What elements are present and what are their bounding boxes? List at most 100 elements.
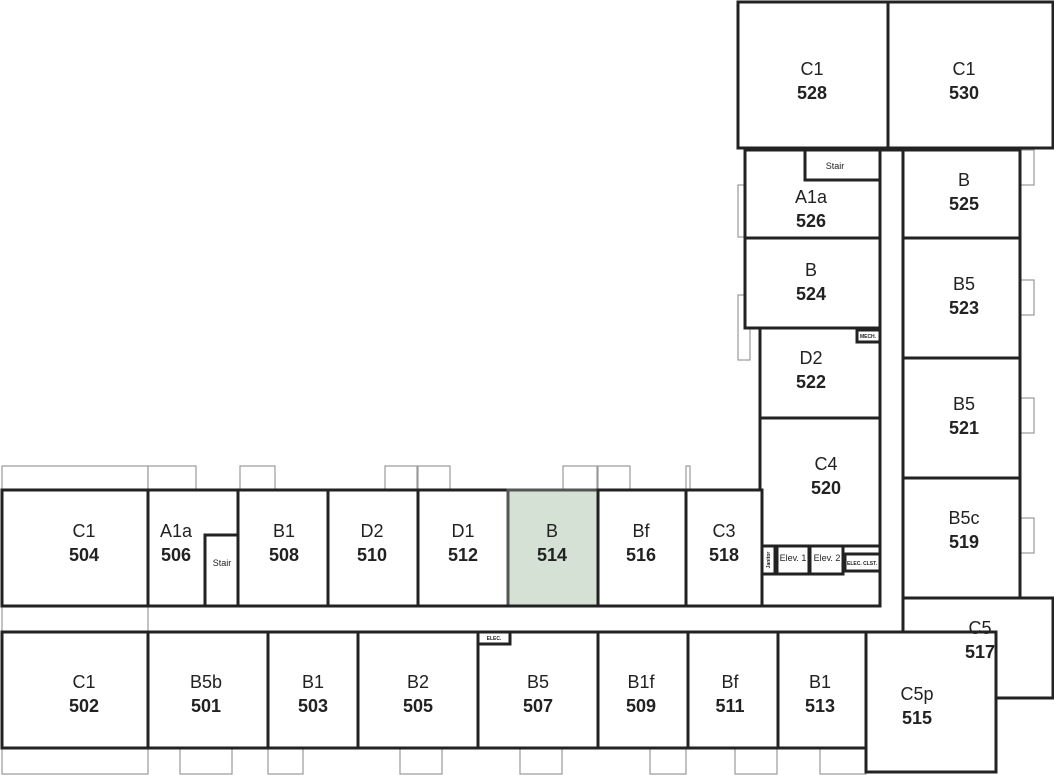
room-type: B xyxy=(805,260,817,280)
room-type: A1a xyxy=(160,521,193,541)
room-number: 517 xyxy=(965,642,995,662)
room-501[interactable] xyxy=(146,630,270,750)
room-number: 526 xyxy=(796,211,826,231)
room-number: 513 xyxy=(805,696,835,716)
stair-top xyxy=(803,148,882,182)
room-type: B5 xyxy=(953,274,975,294)
room-type: B xyxy=(958,170,970,190)
room-type: C1 xyxy=(952,59,975,79)
room-509[interactable] xyxy=(596,630,690,750)
room-number: 504 xyxy=(69,545,99,565)
elec-room xyxy=(476,630,512,646)
room-number: 515 xyxy=(902,708,932,728)
room-number: 528 xyxy=(797,83,827,103)
room-504[interactable] xyxy=(0,488,150,608)
room-type: B5c xyxy=(948,508,979,528)
mech-room xyxy=(855,328,882,344)
room-type: B1 xyxy=(302,672,324,692)
room-528[interactable] xyxy=(736,0,890,150)
room-type: Bf xyxy=(632,521,650,541)
room-507[interactable] xyxy=(476,630,600,750)
room-type: C5p xyxy=(900,684,933,704)
room-number: 507 xyxy=(523,696,553,716)
room-number: 505 xyxy=(403,696,433,716)
room-type: C5 xyxy=(968,618,991,638)
room-type: B5 xyxy=(953,394,975,414)
room-530[interactable] xyxy=(886,0,1054,150)
room-type: B1 xyxy=(809,672,831,692)
room-type: C3 xyxy=(712,521,735,541)
stair-506 xyxy=(203,533,240,608)
elevator-2-label: Elev. 2 xyxy=(814,553,841,563)
room-label-511: Bf 511 xyxy=(715,672,744,716)
room-number: 521 xyxy=(949,418,979,438)
room-513[interactable] xyxy=(776,630,868,750)
room-number: 508 xyxy=(269,545,299,565)
room-524[interactable] xyxy=(743,236,882,330)
room-type: B1f xyxy=(627,672,655,692)
room-number: 524 xyxy=(796,284,826,304)
room-number: 511 xyxy=(715,696,744,716)
room-515[interactable] xyxy=(864,630,998,774)
room-503[interactable] xyxy=(266,630,360,750)
room-type: C1 xyxy=(72,521,95,541)
room-number: 510 xyxy=(357,545,387,565)
room-type: C1 xyxy=(72,672,95,692)
room-type: D2 xyxy=(360,521,383,541)
room-label-514: B 514 xyxy=(537,521,567,565)
room-525[interactable] xyxy=(901,148,1022,240)
room-type: B5b xyxy=(190,672,222,692)
room-number: 514 xyxy=(537,545,567,565)
room-number: 519 xyxy=(949,532,979,552)
room-502[interactable] xyxy=(0,630,150,750)
stair-506-label: Stair xyxy=(213,558,232,568)
room-type: B1 xyxy=(273,521,295,541)
room-521[interactable] xyxy=(901,356,1022,480)
room-label-524: B 524 xyxy=(796,260,826,304)
room-number: 522 xyxy=(796,372,826,392)
room-number: 530 xyxy=(949,83,979,103)
room-523[interactable] xyxy=(901,236,1022,360)
room-number: 506 xyxy=(161,545,191,565)
room-number: 523 xyxy=(949,298,979,318)
room-type: Bf xyxy=(721,672,739,692)
room-516[interactable] xyxy=(596,488,688,608)
janitor-closet xyxy=(760,544,777,576)
room-number: 509 xyxy=(626,696,656,716)
elec-closet-label: ELEC. CLST. xyxy=(847,561,878,567)
room-type: D1 xyxy=(451,521,474,541)
room-518[interactable] xyxy=(684,488,764,608)
room-number: 520 xyxy=(811,478,841,498)
room-number: 503 xyxy=(298,696,328,716)
room-505[interactable] xyxy=(356,630,480,750)
room-type: B5 xyxy=(527,672,549,692)
room-number: 501 xyxy=(191,696,221,716)
room-number: 512 xyxy=(448,545,478,565)
room-number: 516 xyxy=(626,545,656,565)
elec-label: ELEC. xyxy=(487,636,502,642)
room-type: C1 xyxy=(800,59,823,79)
room-type: B xyxy=(546,521,558,541)
